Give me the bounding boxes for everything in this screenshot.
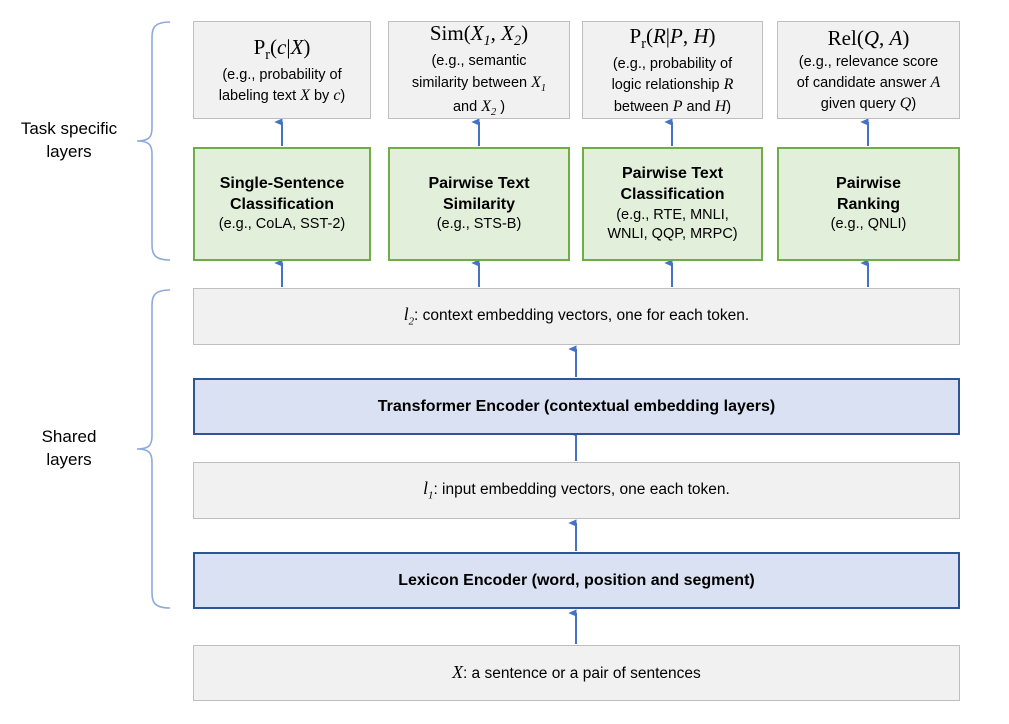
shared-bar-lexicon-encoder[interactable]: Lexicon Encoder (word, position and segm… bbox=[193, 552, 960, 609]
task-examples: (e.g., QNLI) bbox=[830, 216, 907, 233]
brace-shared-layers bbox=[136, 289, 171, 609]
side-label-task-specific-line2: layers bbox=[46, 141, 92, 161]
shared-bar-l1-input-embedding: l1: input embedding vectors, one each to… bbox=[193, 462, 960, 519]
shared-bar-transformer-encoder[interactable]: Transformer Encoder (contextual embeddin… bbox=[193, 378, 960, 435]
task-examples: (e.g., CoLA, SST-2) bbox=[218, 216, 346, 233]
shared-bar-input-sentence: X: a sentence or a pair of sentences bbox=[193, 645, 960, 701]
bar-label: X: a sentence or a pair of sentences bbox=[452, 662, 701, 683]
task-examples: (e.g., STS-B) bbox=[436, 216, 522, 233]
bar-label: Lexicon Encoder (word, position and segm… bbox=[398, 571, 755, 589]
output-formula: Pr(c|X) bbox=[253, 34, 311, 63]
task-examples: (e.g., RTE, MNLI,WNLI, QQP, MRPC) bbox=[607, 206, 738, 242]
brace-task-specific bbox=[136, 21, 171, 261]
side-label-shared-line1: Shared bbox=[41, 427, 97, 446]
side-label-shared-line2: layers bbox=[46, 449, 92, 469]
side-label-task-specific: Task specific layers bbox=[8, 118, 130, 164]
bar-label: Transformer Encoder (contextual embeddin… bbox=[377, 397, 776, 415]
bar-label: l1: input embedding vectors, one each to… bbox=[423, 478, 730, 502]
shared-bar-l2-context-embedding: l2: context embedding vectors, one for e… bbox=[193, 288, 960, 345]
output-formula: Rel(Q, A) bbox=[827, 26, 910, 51]
output-formula: Sim(X1, X2) bbox=[429, 21, 529, 50]
bar-label: l2: context embedding vectors, one for e… bbox=[403, 304, 750, 328]
side-label-shared: Shared layers bbox=[8, 426, 130, 472]
output-formula: Pr(R|P, H) bbox=[629, 24, 716, 53]
side-label-task-specific-line1: Task specific bbox=[20, 119, 118, 138]
